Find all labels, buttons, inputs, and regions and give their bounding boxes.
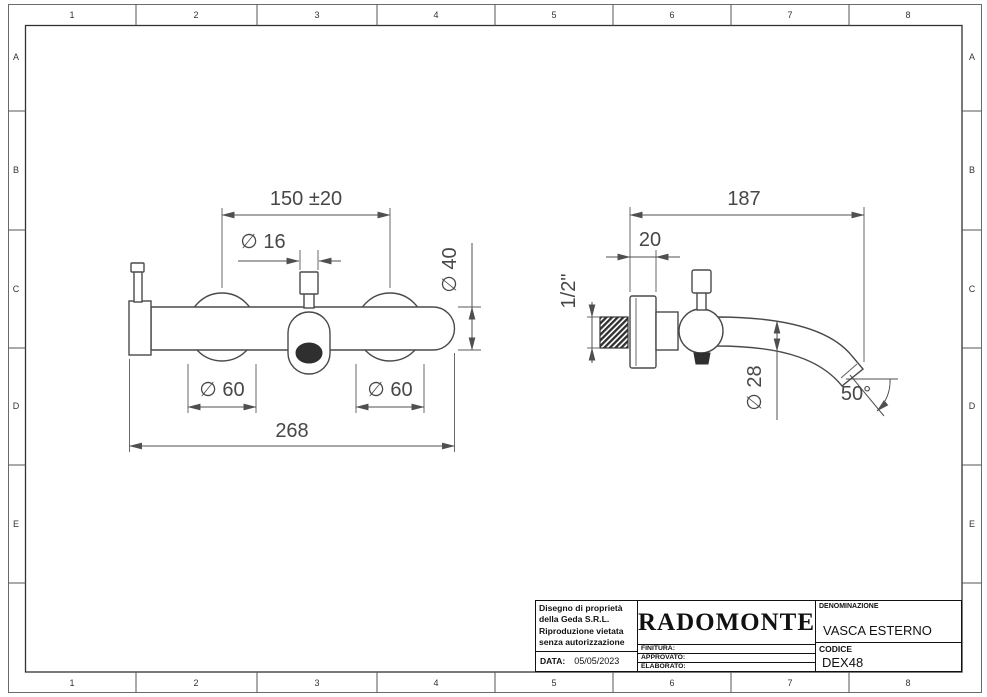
ruler-label: 6 [669,678,674,688]
date-row: DATA: 05/05/2023 [536,650,637,671]
frame-inner-border [24,24,963,673]
ruler-label: 6 [669,10,674,20]
notice-line: Disegno di proprietà [539,603,623,613]
dim-spout-diameter: ∅ 28 [744,365,766,410]
code-value: DEX48 [822,655,864,670]
title-block: Disegno di proprietà della Geda S.R.L. R… [535,600,962,672]
drawn-label: ELABORATO: [638,662,815,671]
threaded-nipple [599,316,629,349]
notice-line: senza autorizzazione [539,637,625,648]
mixer-lever-cap [130,262,145,273]
mixer-lever-stem [133,270,143,303]
denomination-cell: DENOMINAZIONE VASCA ESTERNO [816,601,961,642]
ruler-label: 5 [551,10,556,20]
title-block-logo-column: RADOMONTE FINITURA: APPROVATO: ELABORATO… [638,601,816,671]
ruler-label: 4 [433,10,438,20]
ruler-label: 3 [314,10,319,20]
dim-total-length: 268 [275,420,308,442]
wall-plate [128,300,152,356]
ruler-label: D [969,401,976,411]
dim-center-distance: 150 ±20 [270,188,342,210]
ruler-label: E [13,519,19,529]
frame-column-labels-top: 1 2 3 4 5 6 7 8 [69,10,910,20]
ruler-label: 2 [193,10,198,20]
diverter-knob [299,271,319,295]
manufacturer-logo: RADOMONTE [637,608,816,636]
date-label: DATA: [540,656,566,667]
notice-line: Riproduzione vietata [539,625,624,636]
ruler-label: 2 [193,678,198,688]
ruler-label: 7 [787,678,792,688]
denomination-value: VASCA ESTERNO [823,623,932,638]
dim-spout-angle: 50° [841,383,871,405]
dim-thread-size: 1/2" [558,274,580,309]
side-view [599,269,864,387]
wall-flange-side [629,295,657,369]
front-view [128,262,456,375]
ruler-label: B [969,165,975,175]
ruler-label: 3 [314,678,319,688]
aerator-hole [295,342,323,364]
diverter-stem [303,292,315,309]
ruler-label: 4 [433,678,438,688]
ruler-label: 5 [551,678,556,688]
property-notice: Disegno di proprietà della Geda S.R.L. R… [536,601,637,651]
code-label: CODICE [819,644,853,654]
ruler-label: A [969,52,975,62]
frame-ticks [8,4,982,693]
bottom-knob [693,352,711,365]
ruler-label: 8 [905,10,910,20]
frame-column-labels-bottom: 1 2 3 4 5 6 7 8 [69,678,910,688]
ruler-label: E [969,519,975,529]
sheet-frame: 1 2 3 4 5 6 7 8 1 2 3 4 5 6 7 8 A B C D … [8,4,982,693]
ruler-label: D [13,401,20,411]
front-view-dimensions: 150 ±20 ∅ 16 ∅ 40 ∅ 60 ∅ 60 268 [128,188,481,452]
mixer-body-side [678,308,724,354]
ruler-label: A [13,52,19,62]
ruler-label: C [969,284,976,294]
ruler-label: 8 [905,678,910,688]
ruler-label: 1 [69,10,74,20]
dim-knob-diameter: ∅ 16 [240,231,285,253]
dim-body-diameter: ∅ 40 [439,247,461,292]
ruler-label: 7 [787,10,792,20]
body-connector [655,311,679,351]
dim-spout-reach: 187 [727,188,760,210]
code-cell: CODICE DEX48 [816,642,961,671]
approved-label: APPROVATO: [638,653,815,662]
dim-flange-depth: 20 [639,229,661,251]
title-block-notice-column: Disegno di proprietà della Geda S.R.L. R… [536,601,638,671]
date-value: 05/05/2023 [574,656,620,667]
notice-line: della Geda S.R.L. [539,614,610,625]
handle-stem-side [696,291,707,311]
title-block-id-column: DENOMINAZIONE VASCA ESTERNO CODICE DEX48 [816,601,961,671]
spout-tube [715,316,864,387]
dim-right-rosette-diameter: ∅ 60 [367,379,412,401]
finish-label: FINITURA: [638,644,815,653]
ruler-label: C [13,284,20,294]
frame-row-labels: A B C D E A B C D E [13,52,976,529]
ruler-label: 1 [69,678,74,688]
side-view-dimensions: 187 20 1/2" ∅ 28 50° [558,188,898,420]
denomination-label: DENOMINAZIONE [819,603,879,610]
handle-knob-side [691,269,712,294]
ruler-label: B [13,165,19,175]
dim-left-rosette-diameter: ∅ 60 [199,379,244,401]
